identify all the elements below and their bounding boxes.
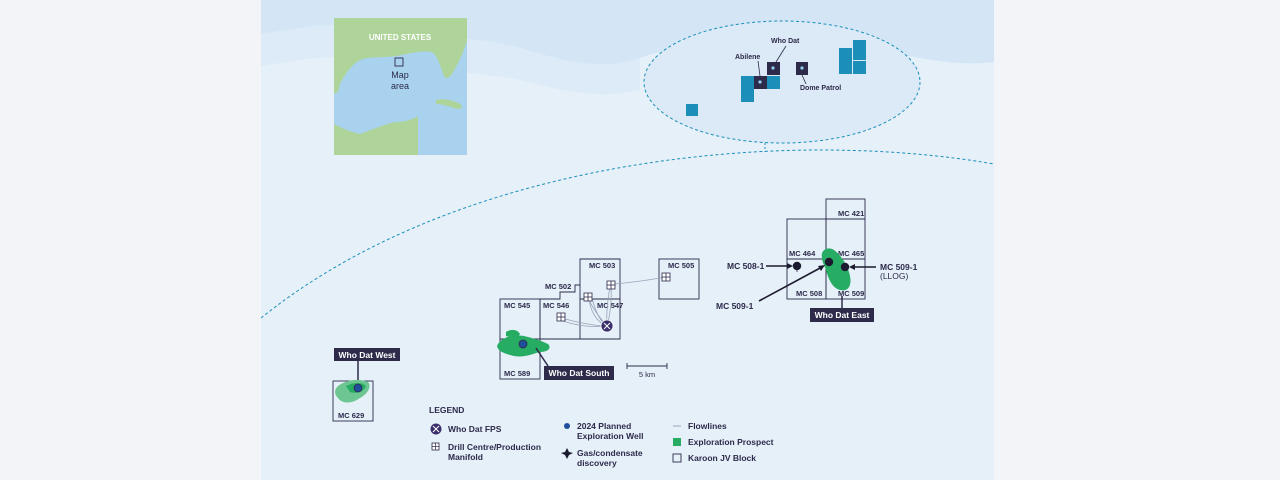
overview-field-dot	[758, 80, 762, 84]
inset-country-label: UNITED STATES	[369, 33, 432, 42]
label-well-mc508-1: MC 508-1	[727, 261, 765, 271]
who-dat-west-tag: Who Dat West	[334, 348, 400, 382]
legend: LEGEND Who Dat FPS Drill Centre/Producti…	[429, 405, 774, 468]
legend-block-icon	[672, 453, 682, 463]
tag-box	[334, 348, 400, 361]
label-mc505: MC 505	[668, 261, 694, 270]
right-margin	[994, 0, 1280, 480]
overview-field-dot	[771, 66, 775, 70]
legend-planned-well-icon	[564, 423, 570, 429]
who-dat-south-tag	[544, 366, 614, 380]
who-dat-east-label: Who Dat East	[815, 310, 870, 320]
legend-title: LEGEND	[429, 405, 464, 415]
label-mc503: MC 503	[589, 261, 615, 270]
label-mc547: MC 547	[597, 301, 623, 310]
overview-block	[741, 76, 754, 89]
manifolds	[556, 272, 671, 322]
inset-map: UNITED STATES Map area	[334, 18, 467, 155]
arrow-mc509-1	[758, 266, 823, 302]
legend-flowlines-label: Flowlines	[688, 421, 727, 431]
overview-block	[853, 61, 866, 74]
overview-block	[839, 48, 852, 61]
who-dat-east-blocks	[786, 198, 866, 300]
label-mc545: MC 545	[504, 301, 530, 310]
who-dat-south-label: Who Dat South	[549, 368, 610, 378]
inset-island	[436, 99, 462, 109]
legend-block-label: Karoon JV Block	[688, 453, 756, 463]
abilene-leader	[757, 60, 761, 77]
map-panel: Abilene Who Dat Dome Patrol UNITED STATE…	[261, 0, 994, 480]
block-mc503-547	[539, 258, 621, 340]
planned-well-south	[518, 339, 528, 349]
overview-block	[853, 40, 866, 60]
scale-bar-label: 5 km	[639, 370, 655, 379]
overview-block	[767, 76, 780, 89]
label-mc421: MC 421	[838, 209, 864, 218]
legend-planned-well-label-1: 2024 Planned	[577, 421, 631, 431]
legend-prospect-icon	[673, 438, 681, 446]
planned-well-west	[353, 383, 363, 393]
overview-blocks	[686, 40, 866, 116]
well-mc509-1-llog-marker	[840, 262, 850, 272]
overview-block	[741, 89, 754, 102]
arrowhead	[818, 265, 825, 271]
inset-map-label-1: Map	[391, 70, 409, 80]
inset-land-south	[334, 116, 418, 155]
who-dat-leader	[775, 45, 787, 63]
overview-field-dot	[800, 66, 804, 70]
left-margin	[0, 0, 261, 480]
who-dat-label: Who Dat	[771, 38, 800, 45]
who-dat-west-label: Who Dat West	[339, 350, 396, 360]
arrowhead	[787, 263, 793, 269]
label-mc629: MC 629	[338, 411, 364, 420]
inset-map-label-2: area	[391, 81, 409, 91]
block-mc505	[658, 258, 700, 300]
label-mc464: MC 464	[789, 249, 816, 258]
abilene-label: Abilene	[735, 54, 760, 61]
label-well-mc509-1-llog: MC 509-1	[880, 262, 918, 272]
inset-land-north	[334, 18, 467, 94]
legend-manifold-label-2: Manifold	[448, 452, 483, 462]
well-mc508-1-marker	[792, 261, 802, 271]
tag-box	[810, 308, 874, 322]
label-mc509: MC 509	[838, 289, 864, 298]
legend-planned-well-label-2: Exploration Well	[577, 431, 643, 441]
inset-map-area-box	[394, 57, 404, 67]
legend-prospect-label: Exploration Prospect	[688, 437, 774, 447]
legend-discovery-label-2: discovery	[577, 458, 617, 468]
label-mc465: MC 465	[838, 249, 864, 258]
legend-fps-label: Who Dat FPS	[448, 424, 502, 434]
well-mc509-1-marker	[824, 257, 834, 267]
label-mc546: MC 546	[543, 301, 569, 310]
flowline	[614, 276, 666, 285]
dome-patrol-label: Dome Patrol	[800, 85, 841, 92]
fps-glyph	[603, 322, 611, 330]
who-dat-south-prospect-lobe	[506, 329, 520, 338]
zoom-arc	[261, 149, 994, 319]
label-mc502: MC 502	[545, 282, 571, 291]
label-llog: (LLOG)	[880, 271, 909, 281]
south-tag-leader	[535, 347, 549, 367]
overview-block	[839, 61, 852, 74]
label-mc589: MC 589	[504, 369, 530, 378]
label-well-mc509-1: MC 509-1	[716, 301, 754, 311]
block-mc509	[825, 258, 866, 300]
overview-block	[686, 104, 698, 116]
dome-patrol-leader	[801, 74, 807, 85]
who-dat-east-tag: Who Dat East	[810, 296, 874, 322]
legend-discovery-icon	[561, 448, 573, 459]
label-mc508: MC 508	[796, 289, 822, 298]
legend-discovery-label-1: Gas/condensate	[577, 448, 643, 458]
legend-manifold-label-1: Drill Centre/Production	[448, 442, 541, 452]
arrowhead	[849, 264, 855, 270]
